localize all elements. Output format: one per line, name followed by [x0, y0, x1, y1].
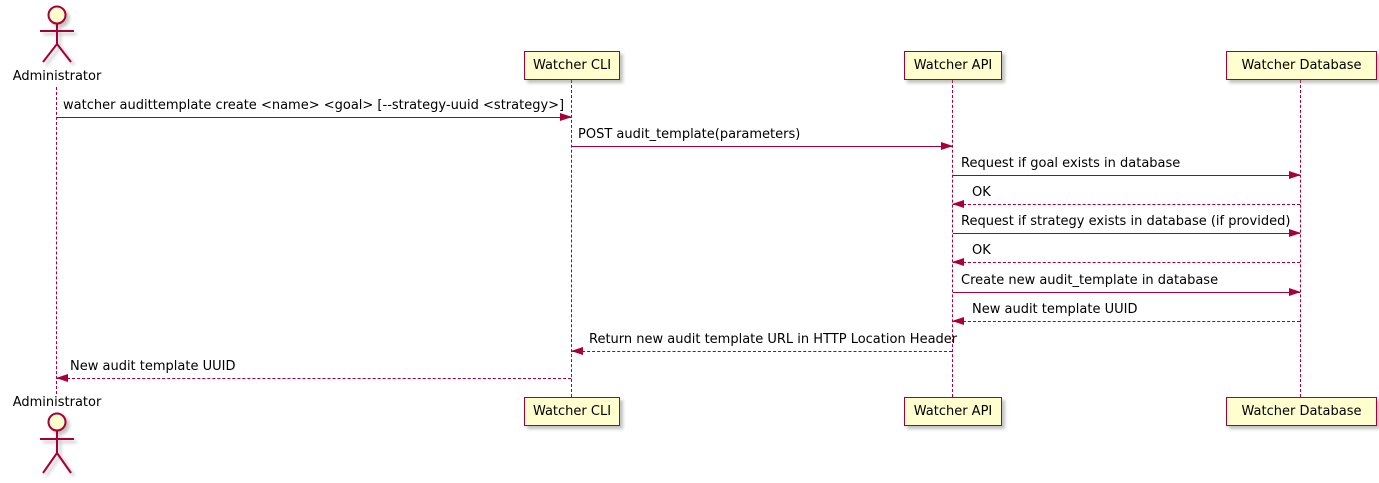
message-9-arrow	[571, 347, 952, 355]
message-8-label: New audit template UUID	[972, 302, 1138, 317]
arrowhead-left-icon	[56, 374, 68, 382]
message-5-arrow	[953, 229, 1301, 237]
message-6-label: OK	[972, 243, 991, 258]
arrowhead-left-icon	[952, 200, 964, 208]
participant-watcher-cli-bottom: Watcher CLI	[524, 397, 620, 426]
message-7-arrow	[953, 288, 1301, 296]
administrator-actor-icon	[40, 5, 74, 63]
message-10-label: New audit template UUID	[70, 359, 236, 374]
message-10-arrow	[56, 374, 571, 382]
administrator-actor-icon-bottom	[40, 412, 74, 474]
message-4-arrow	[952, 200, 1300, 208]
message-2-label: POST audit_template(parameters)	[578, 127, 801, 142]
participant-watcher-database-bottom: Watcher Database	[1226, 397, 1377, 426]
message-4-label: OK	[972, 185, 991, 200]
arrowhead-left-icon	[952, 258, 964, 266]
participant-watcher-api-bottom: Watcher API	[904, 397, 1002, 426]
administrator-label-bottom: Administrator	[12, 395, 102, 410]
participant-watcher-database-top: Watcher Database	[1226, 51, 1377, 80]
message-1-arrow	[57, 113, 572, 121]
message-8-arrow	[952, 317, 1300, 325]
arrowhead-right-icon	[1289, 229, 1301, 237]
arrowhead-right-icon	[1289, 171, 1301, 179]
arrowhead-right-icon	[1289, 288, 1301, 296]
message-9-label: Return new audit template URL in HTTP Lo…	[589, 332, 958, 347]
arrowhead-right-icon	[941, 142, 953, 150]
arrowhead-left-icon	[952, 317, 964, 325]
lifeline-administrator	[56, 87, 57, 394]
message-2-arrow	[572, 142, 953, 150]
message-7-label: Create new audit_template in database	[961, 273, 1219, 288]
message-5-label: Request if strategy exists in database (…	[961, 214, 1291, 229]
message-3-arrow	[953, 171, 1301, 179]
message-1-label: watcher audittemplate create <name> <goa…	[63, 98, 565, 113]
message-6-arrow	[952, 258, 1300, 266]
lifeline-watcher-database	[1300, 80, 1301, 397]
participant-watcher-cli-top: Watcher CLI	[524, 51, 620, 80]
message-3-label: Request if goal exists in database	[961, 156, 1181, 171]
administrator-label-top: Administrator	[12, 69, 102, 84]
lifeline-watcher-api	[952, 80, 953, 397]
participant-watcher-api-top: Watcher API	[904, 51, 1002, 80]
arrowhead-right-icon	[560, 113, 572, 121]
arrowhead-left-icon	[571, 347, 583, 355]
lifeline-watcher-cli	[571, 80, 572, 397]
